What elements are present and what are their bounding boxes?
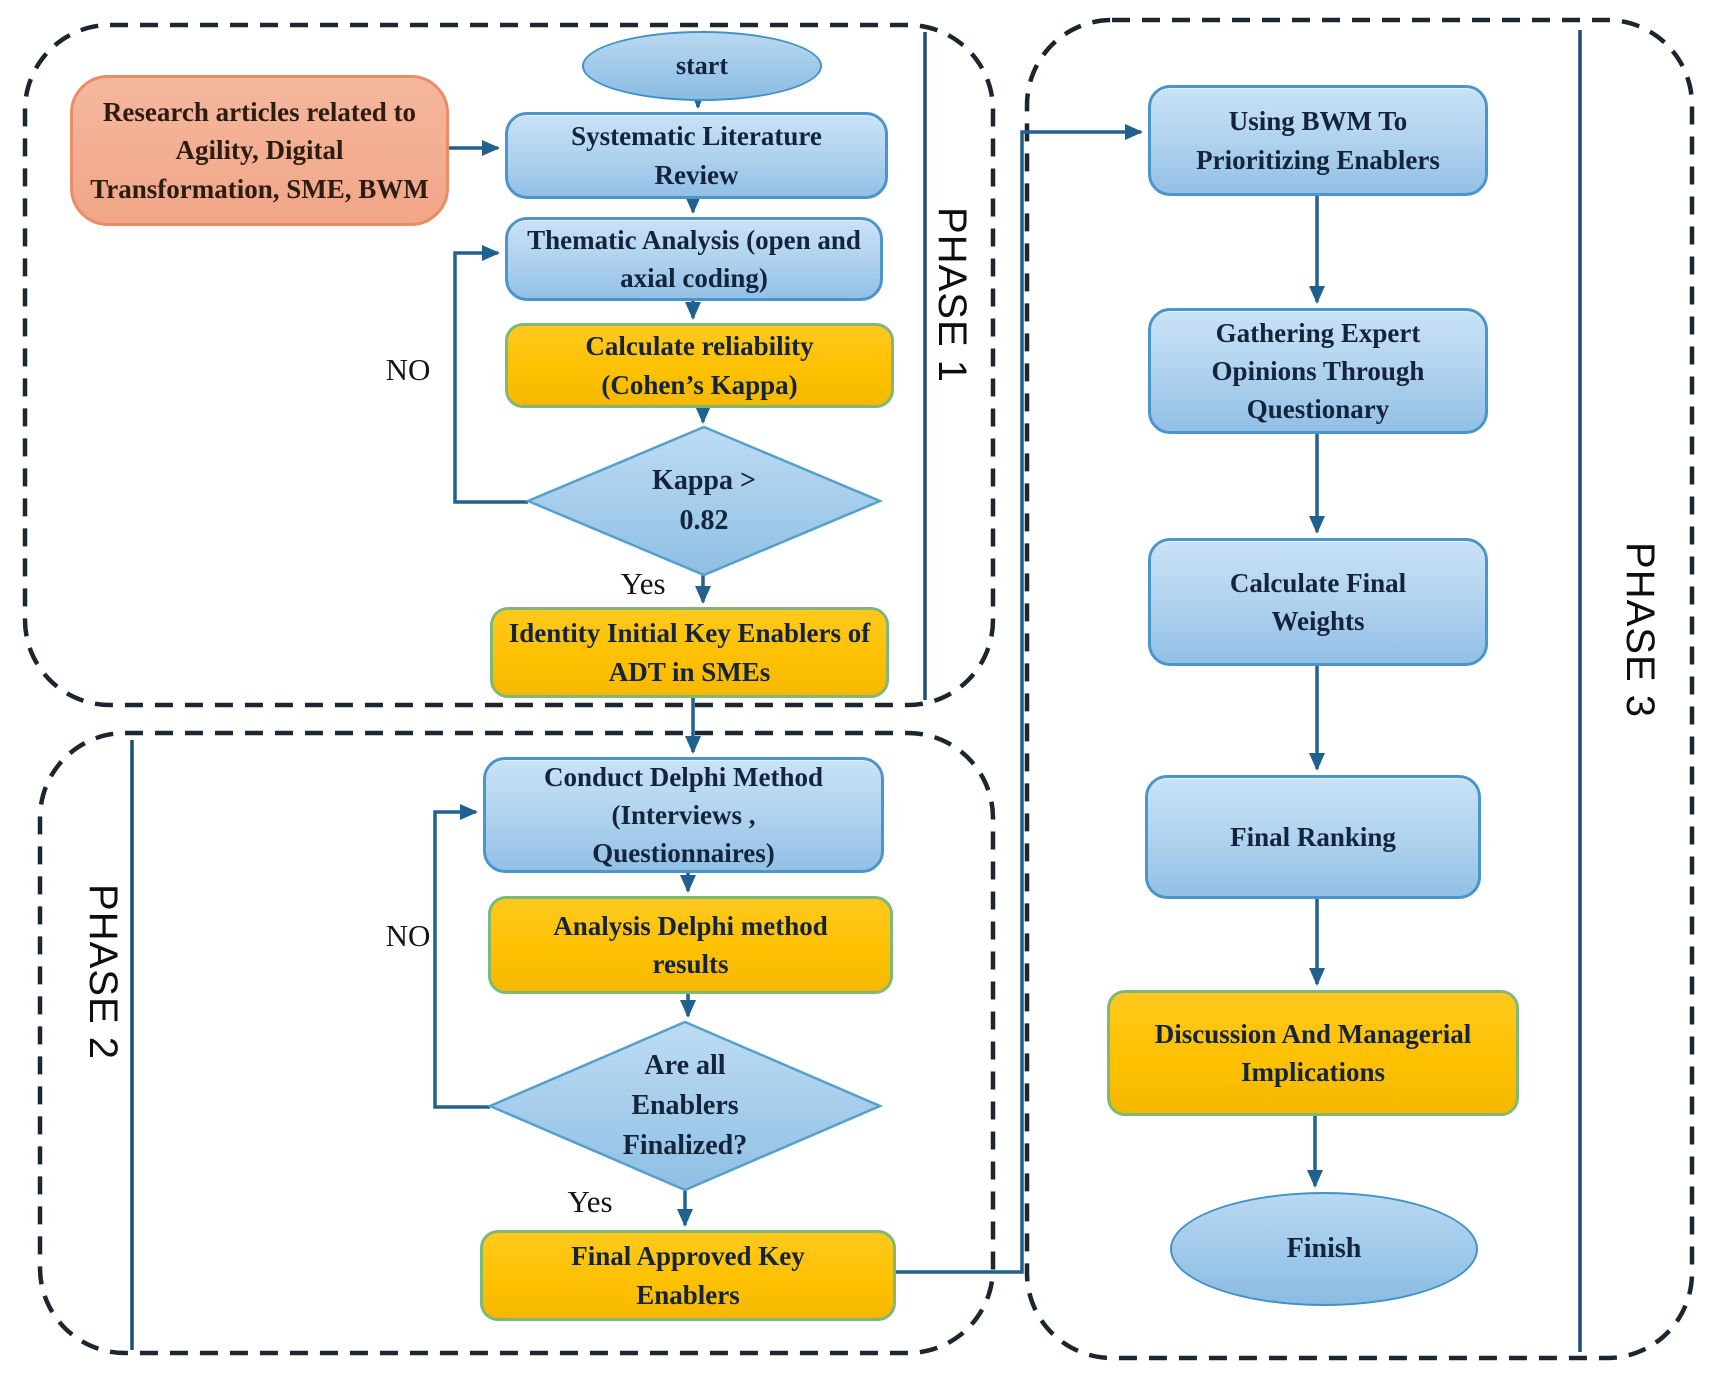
enablers-decision-label: Are all Enablers Finalized? <box>622 1050 748 1161</box>
phase2-container <box>37 730 996 1356</box>
kappa-yes-label: Yes <box>620 566 666 601</box>
phase3-label: PHASE 3 <box>1618 542 1663 718</box>
enablers-yes-label: Yes <box>567 1184 613 1219</box>
systematic-review-step: Systematic Literature Review <box>505 112 888 199</box>
arrow-finalized-no-loop <box>433 804 490 1109</box>
gathering-opinions-step: Gathering Expert Opinions Through Questi… <box>1148 308 1488 434</box>
research-articles-source: Research articles related to Agility, Di… <box>70 75 449 226</box>
thematic-analysis-step: Thematic Analysis (open and axial coding… <box>505 217 883 301</box>
finish-terminator: Finish <box>1170 1192 1478 1306</box>
start-terminator: start <box>582 31 822 101</box>
arrow-kappa-no-loop <box>453 245 528 504</box>
identity-enablers-step: Identity Initial Key Enablers of ADT in … <box>490 607 889 698</box>
using-bwm-step: Using BWM To Prioritizing Enablers <box>1148 85 1488 196</box>
conduct-delphi-step: Conduct Delphi Method (Interviews , Ques… <box>483 757 884 873</box>
final-ranking-step: Final Ranking <box>1145 775 1481 899</box>
enablers-no-label: NO <box>385 918 431 953</box>
phase2-label: PHASE 2 <box>81 884 126 1060</box>
discussion-step: Discussion And Managerial Implications <box>1107 990 1519 1116</box>
phase1-container <box>22 22 996 708</box>
kappa-no-label: NO <box>385 352 431 387</box>
calculate-weights-step: Calculate Final Weights <box>1148 538 1488 666</box>
phase3-container <box>1024 17 1695 1361</box>
phase1-label: PHASE 1 <box>930 207 975 383</box>
final-approved-step: Final Approved Key Enablers <box>480 1230 896 1321</box>
kappa-decision-diamond <box>524 425 884 577</box>
kappa-decision-label: Kappa > 0.82 <box>652 465 756 536</box>
enablers-decision-diamond <box>486 1020 884 1192</box>
arrow-approved-to-bwm <box>890 124 1143 1274</box>
analysis-delphi-step: Analysis Delphi method results <box>488 896 893 994</box>
calculate-reliability-step: Calculate reliability (Cohen’s Kappa) <box>505 323 894 408</box>
